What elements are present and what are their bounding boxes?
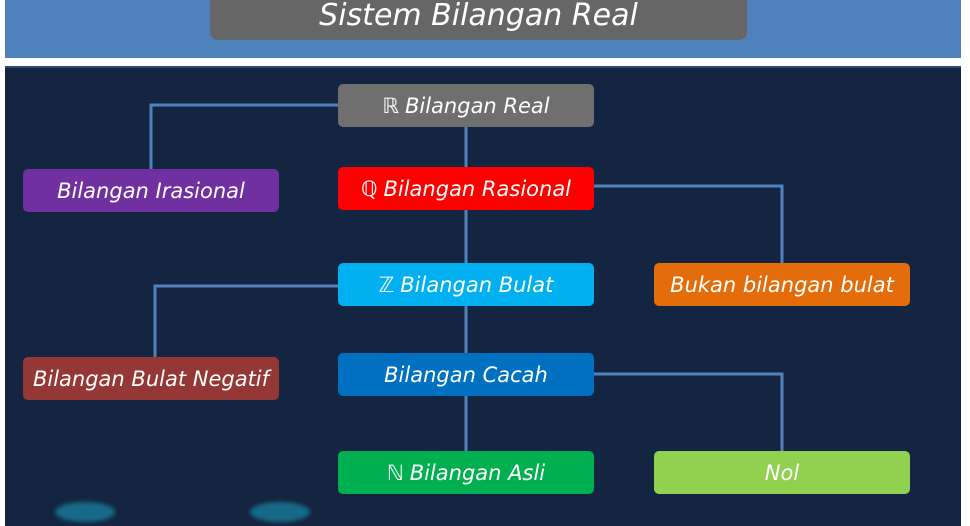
rasional-symbol: ℚ xyxy=(360,176,378,201)
real-label: Bilangan Real xyxy=(404,93,550,118)
connector-bulat-negatif xyxy=(153,284,338,358)
node-bilangan-rasional: ℚ Bilangan Rasional xyxy=(338,167,594,210)
rasional-label: Bilangan Rasional xyxy=(383,176,572,201)
connector-real-irasional xyxy=(149,103,338,170)
node-bukan-bilangan-bulat: Bukan bilangan bulat xyxy=(654,263,910,306)
decorative-glow-left xyxy=(55,502,115,522)
bulat-symbol: ℤ xyxy=(378,272,395,297)
connector-rasional-bukan-bulat xyxy=(594,184,784,264)
node-bilangan-cacah: Bilangan Cacah xyxy=(338,353,594,396)
asli-label: Bilangan Asli xyxy=(409,460,546,485)
node-bilangan-asli: ℕ Bilangan Asli xyxy=(338,451,594,494)
irasional-label: Bilangan Irasional xyxy=(57,178,245,203)
bulat-negatif-label: Bilangan Bulat Negatif xyxy=(32,366,270,391)
node-bilangan-bulat: ℤ Bilangan Bulat xyxy=(338,263,594,306)
real-symbol: ℝ xyxy=(382,93,399,118)
node-bilangan-real: ℝ Bilangan Real xyxy=(338,84,594,127)
nol-label: Nol xyxy=(764,460,800,485)
bulat-label: Bilangan Bulat xyxy=(400,272,554,297)
cacah-label: Bilangan Cacah xyxy=(384,362,548,387)
asli-symbol: ℕ xyxy=(386,460,404,485)
node-nol: Nol xyxy=(654,451,910,494)
node-bilangan-irasional: Bilangan Irasional xyxy=(23,169,279,212)
diagram-title: Sistem Bilangan Real xyxy=(210,0,747,40)
decorative-glow-right xyxy=(250,502,310,522)
connector-cacah-nol xyxy=(594,372,784,452)
node-bilangan-bulat-negatif: Bilangan Bulat Negatif xyxy=(23,357,279,400)
bukan-bulat-label: Bukan bilangan bulat xyxy=(670,272,894,297)
connector-lines xyxy=(149,103,784,452)
